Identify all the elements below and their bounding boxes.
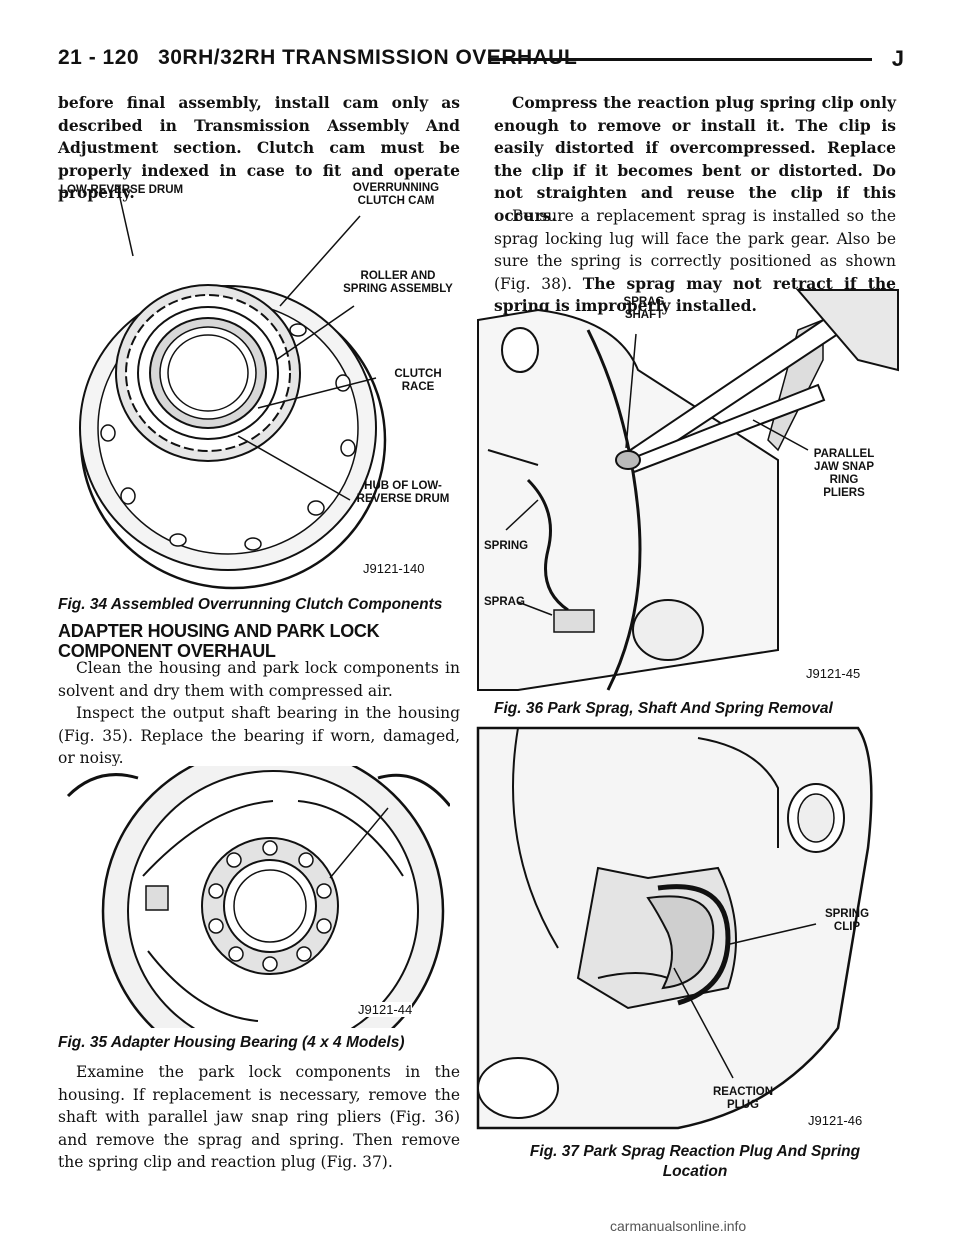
page-header: 21 - 120 30RH/32RH TRANSMISSION OVERHAUL… — [58, 40, 906, 80]
label-sprag-shaft: SPRAG SHAFT — [623, 296, 665, 321]
label-overrunning-clutch-cam: OVERRUNNING CLUTCH CAM — [352, 182, 440, 207]
label-parallel-jaw-pliers: PARALLEL JAW SNAP RING PLIERS — [813, 448, 875, 499]
section-heading: ADAPTER HOUSING AND PARK LOCK COMPONENT … — [58, 621, 380, 661]
fig34-code: J9121-140 — [363, 561, 425, 576]
fig36-caption: Fig. 36 Park Sprag, Shaft And Spring Rem… — [494, 700, 833, 717]
figure-37: SPRING CLIP REACTION PLUG J9121-46 — [476, 726, 898, 1138]
label-clutch-race: CLUTCH RACE — [394, 368, 442, 393]
figure-36: SPRAG SHAFT PARALLEL JAW SNAP RING PLIER… — [477, 289, 899, 691]
paragraph-inspect-bearing: Inspect the output shaft bearing in the … — [58, 704, 460, 767]
fig36-illustration — [477, 289, 899, 691]
label-low-reverse-drum: LOW-REVERSE DRUM — [60, 184, 184, 196]
paragraph-replacement-sprag: Be sure a replacement sprag is installed… — [494, 207, 896, 315]
fig37-caption: Fig. 37 Park Sprag Reaction Plug And Spr… — [529, 1143, 861, 1180]
paragraph-compress-clip: Compress the reaction plug spring clip o… — [494, 93, 896, 225]
fig34-illustration — [79, 197, 387, 590]
intro-bold-paragraph: before final assembly, install cam only … — [58, 93, 460, 202]
fig37-code: J9121-46 — [808, 1113, 863, 1128]
paragraph-clean-housing: Clean the housing and park lock componen… — [58, 659, 460, 700]
fig34-caption: Fig. 34 Assembled Overrunning Clutch Com… — [58, 596, 443, 613]
label-sprag: SPRAG — [484, 596, 525, 608]
fig36-code: J9121-45 — [806, 666, 861, 681]
paragraph-examine-park-lock: Examine the park lock components in the … — [58, 1063, 460, 1171]
label-roller-spring-assembly: ROLLER AND SPRING ASSEMBLY — [343, 270, 453, 295]
figure-34: LOW-REVERSE DRUM OVERRUNNING CLUTCH CAM … — [58, 178, 460, 590]
label-spring-clip: SPRING CLIP — [824, 908, 870, 933]
label-spring: SPRING — [484, 540, 529, 552]
fig35-code: J9121-44 — [358, 1002, 413, 1017]
fig35-caption: Fig. 35 Adapter Housing Bearing (4 x 4 M… — [58, 1034, 405, 1051]
page-number-title: 21 - 120 30RH/32RH TRANSMISSION OVERHAUL — [58, 46, 578, 69]
label-reaction-plug: REACTION PLUG — [712, 1086, 774, 1111]
header-letter: J — [891, 46, 904, 71]
label-hub-low-reverse-drum: HUB OF LOW-REVERSE DRUM — [356, 480, 450, 505]
figure-35: J9121-44 — [58, 766, 450, 1028]
fig37-illustration — [476, 726, 873, 1130]
fig35-illustration — [58, 766, 450, 1028]
header-rule — [488, 58, 872, 61]
watermark: carmanualsonline.info — [610, 1218, 747, 1234]
